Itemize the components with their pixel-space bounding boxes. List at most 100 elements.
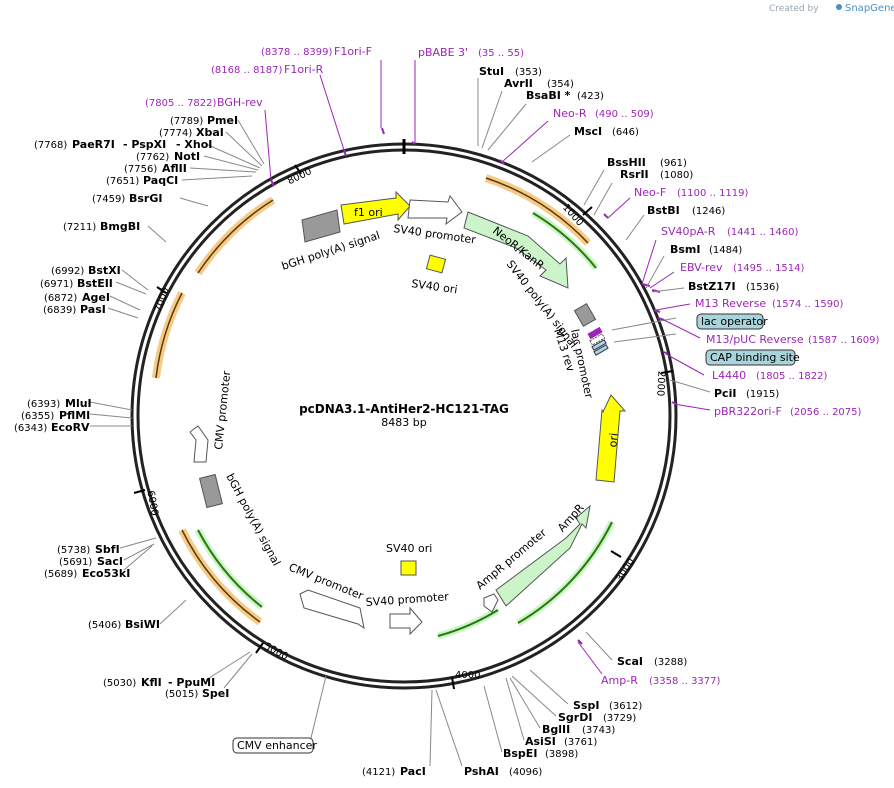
sv40-ori-top-shape [425, 254, 447, 274]
enzyme-name: NotI [174, 150, 200, 163]
primer-name: pBABE 3' [418, 46, 468, 59]
enzyme-labels-left: (4121) PacI (5015) SpeI (5030) KflI - Pp… [14, 114, 426, 778]
enzyme-pos: (6872) [44, 293, 77, 304]
enzyme-name: BstXI [88, 264, 121, 277]
primer-pos: (1441 .. 1460) [727, 227, 799, 238]
enzyme-name: StuI [479, 65, 504, 78]
enzyme-name: RsrII [620, 168, 649, 181]
enzyme-name: MluI [65, 397, 92, 410]
ampr-shape [495, 504, 591, 607]
enzyme-name: SgrDI [558, 711, 592, 724]
enzyme-name: PflMI [59, 409, 90, 422]
primer-pos: (1495 .. 1514) [733, 263, 805, 274]
snapgene-logo-icon [836, 4, 842, 10]
enzyme-pos: (1484) [709, 245, 742, 256]
primer-name: F1ori-F [334, 45, 372, 58]
sv40-ori-bottom-label: SV40 ori [386, 542, 432, 555]
enzyme-pos: (354) [547, 79, 574, 90]
primer-pos: (1100 .. 1119) [677, 188, 749, 199]
primer-labels: (8378 .. 8399) F1ori-F pBABE 3' (35 .. 5… [145, 45, 880, 687]
primer-pos: (35 .. 55) [478, 48, 524, 59]
enzyme-name: BssHII [607, 156, 646, 169]
leader-lines [89, 60, 711, 767]
enzyme-pos: (3743) [582, 725, 615, 736]
enzyme-name: PasI [80, 303, 106, 316]
lac-operator-shape [591, 339, 607, 351]
primer-pos: (8378 .. 8399) [261, 47, 333, 58]
enzyme-pos: (7459) [92, 194, 125, 205]
enzyme-name: BstZ17I [688, 280, 736, 293]
cmv-enhancer-box [232, 737, 314, 754]
enzyme-name: SbfI [95, 543, 120, 556]
enzyme-name: ScaI [617, 655, 643, 668]
enzyme-name: BstEII [77, 277, 113, 290]
enzyme-pos: (6355) [21, 411, 54, 422]
enzyme-name: PaeR7I [72, 138, 115, 151]
boxed-labels: lac operator CAP binding site CMV enhanc… [232, 313, 800, 754]
enzyme-name: PshAI [464, 765, 499, 778]
enzyme-pos: (6971) [40, 279, 73, 290]
enzyme-name: SspI [573, 699, 599, 712]
enzyme-name: MscI [574, 125, 602, 138]
lac-operator-label: lac operator [701, 315, 768, 328]
enzyme-name: - XhoI [176, 138, 212, 151]
enzyme-pos: (3761) [564, 737, 597, 748]
primer-name: EBV-rev [680, 261, 723, 274]
enzyme-pos: (4096) [509, 767, 542, 778]
enzyme-pos: (6343) [14, 423, 47, 434]
cmv-promoter-bottom-shape [299, 589, 365, 630]
enzyme-name: - PspXI [123, 138, 166, 151]
cap-site-shape [593, 344, 609, 356]
bgh-polya-left-label: bGH poly(A) signal [223, 471, 283, 568]
primer-pos: (1574 .. 1590) [772, 299, 844, 310]
enzyme-pos: (5691) [59, 557, 92, 568]
enzyme-name: BsaBI * [526, 89, 571, 102]
enzyme-pos: (1080) [660, 170, 693, 181]
primer-pos: (7805 .. 7822) [145, 98, 217, 109]
enzyme-pos: (5689) [44, 569, 77, 580]
enzyme-pos: (4121) [362, 767, 395, 778]
primer-marks [270, 127, 677, 645]
plasmid-name: pcDNA3.1-AntiHer2-HC121-TAG [299, 402, 509, 416]
enzyme-labels-right: StuI (353) AvrII (354) BsaBI * (423) Msc… [464, 65, 779, 778]
enzyme-pos: (6393) [27, 399, 60, 410]
tick-label-7000: 7000 [153, 286, 172, 314]
primer-name: Neo-R [553, 107, 587, 120]
enzyme-pos: (5015) [165, 689, 198, 700]
enzyme-pos: (7789) [170, 116, 203, 127]
primer-name: M13/pUC Reverse [706, 333, 804, 346]
enzyme-pos: (7774) [159, 128, 192, 139]
enzyme-name: BspEI [503, 747, 537, 760]
enzyme-name: AvrII [504, 77, 533, 90]
sv40-promoter-bottom-label: SV40 promoter [365, 590, 449, 609]
primer-name: pBR322ori-F [714, 405, 782, 418]
ori-label: ori [606, 432, 620, 448]
credit-brand: SnapGene [845, 3, 894, 14]
enzyme-pos: (646) [612, 127, 639, 138]
plasmid-length: 8483 bp [381, 416, 426, 429]
enzyme-pos: (5030) [103, 678, 136, 689]
enzyme-name: BmgBI [100, 220, 140, 233]
enzyme-pos: (6992) [51, 266, 84, 277]
enzyme-pos: (3288) [654, 657, 687, 668]
enzyme-name: - PpuMI [168, 676, 215, 689]
sv40-polya-label: SV40 poly(A) signal [504, 258, 580, 351]
enzyme-pos: (7651) [106, 176, 139, 187]
neor-kanr-shape [463, 211, 569, 289]
enzyme-pos: (1915) [746, 389, 779, 400]
enzyme-pos: (7211) [63, 222, 96, 233]
enzyme-pos: (3898) [545, 749, 578, 760]
primer-pos: (490 .. 509) [595, 109, 654, 120]
cmv-enhancer-label: CMV enhancer [237, 739, 317, 752]
sv40-ori-bottom-shape [400, 560, 417, 576]
cmv-promoter-left-label: CMV promoter [212, 370, 233, 451]
enzyme-name: AsiSI [525, 735, 556, 748]
enzyme-pos: (3729) [603, 713, 636, 724]
enzyme-pos: (423) [577, 91, 604, 102]
primer-name: BGH-rev [217, 96, 263, 109]
bgh-polya-top-label: bGH poly(A) signal [280, 229, 382, 273]
enzyme-name: BsrGI [129, 192, 162, 205]
enzyme-name: PciI [714, 387, 736, 400]
enzyme-name: EcoRV [51, 421, 90, 434]
